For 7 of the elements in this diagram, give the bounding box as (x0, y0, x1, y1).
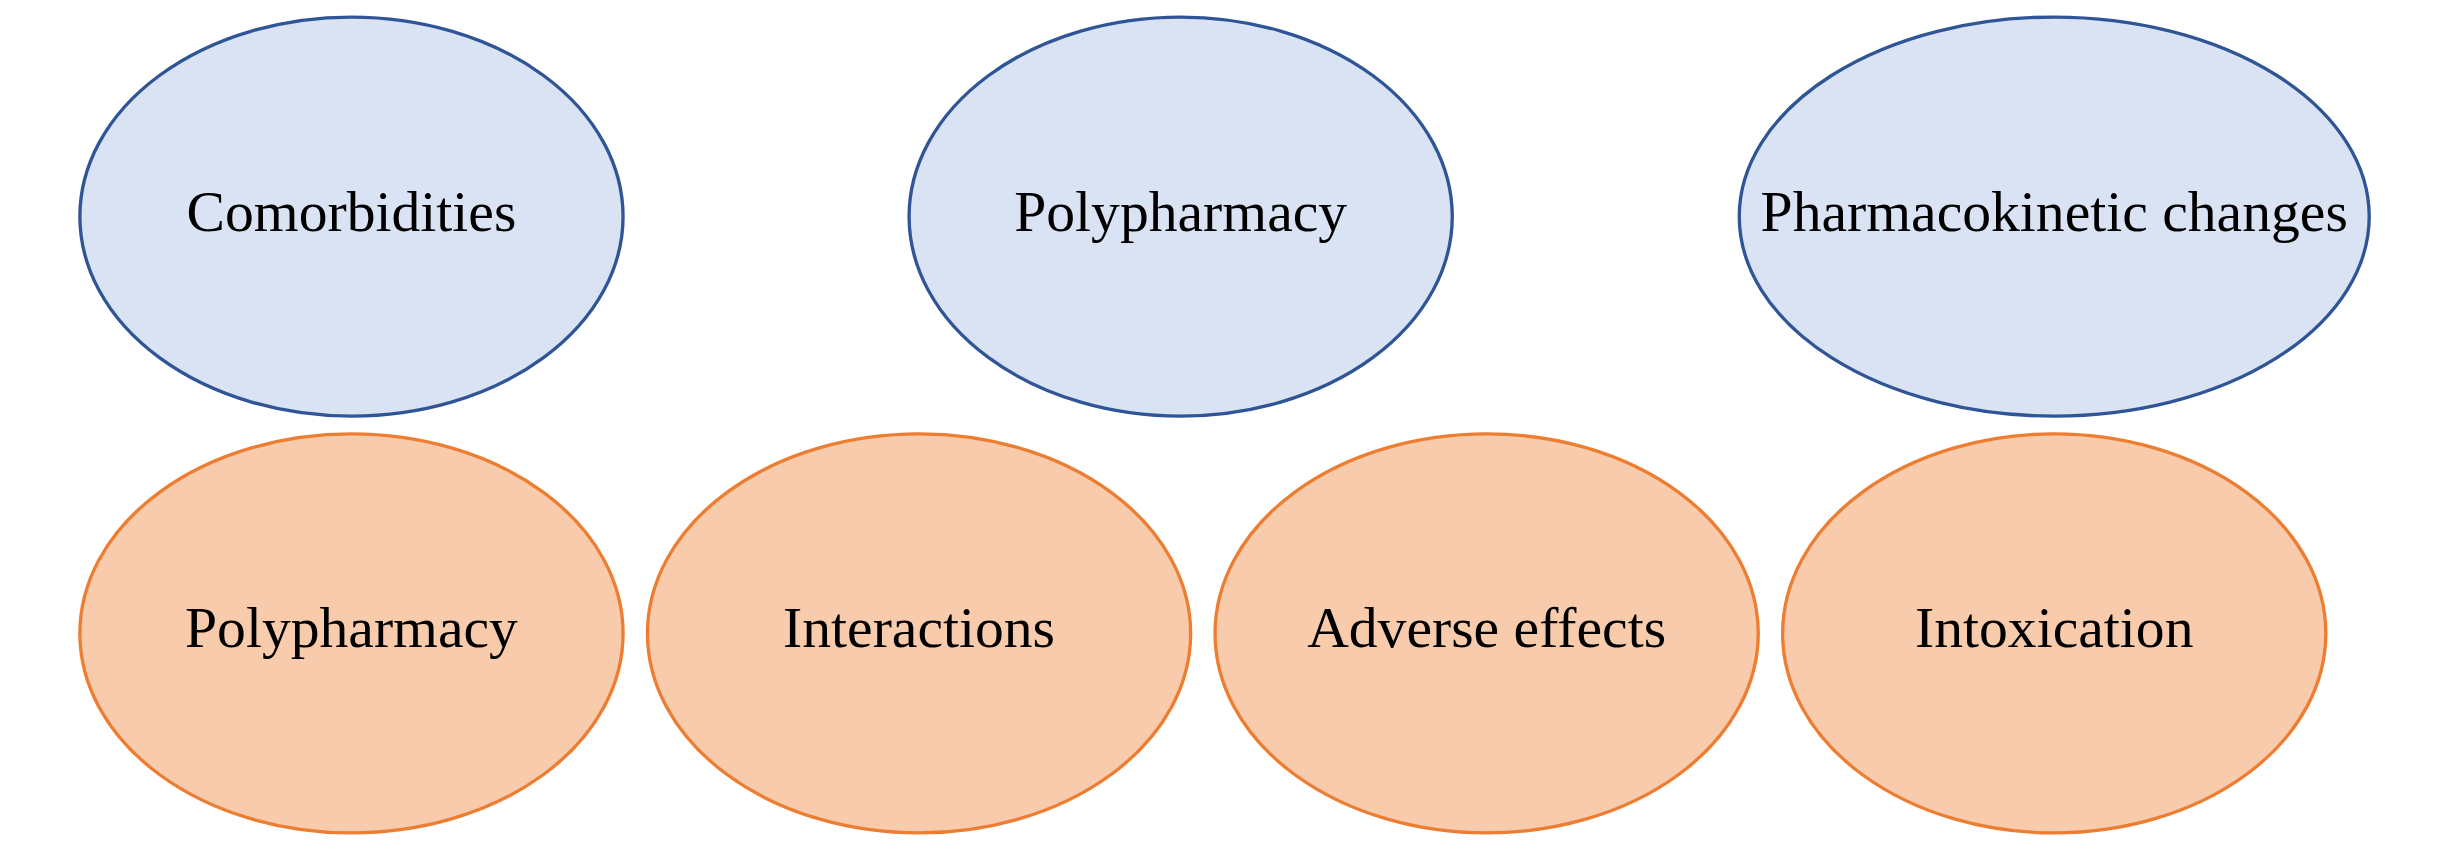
node-ellipse: Intoxication (1780, 432, 2327, 835)
node-ellipse: Pharmacokinetic changes (1737, 15, 2371, 418)
node-ellipse: Polypharmacy (77, 432, 625, 835)
node-ellipse: Comorbidities (77, 15, 625, 418)
node-ellipse: Interactions (645, 432, 1192, 835)
node-ellipse: Polypharmacy (906, 15, 1454, 418)
node-ellipse: Adverse effects (1212, 432, 1760, 835)
